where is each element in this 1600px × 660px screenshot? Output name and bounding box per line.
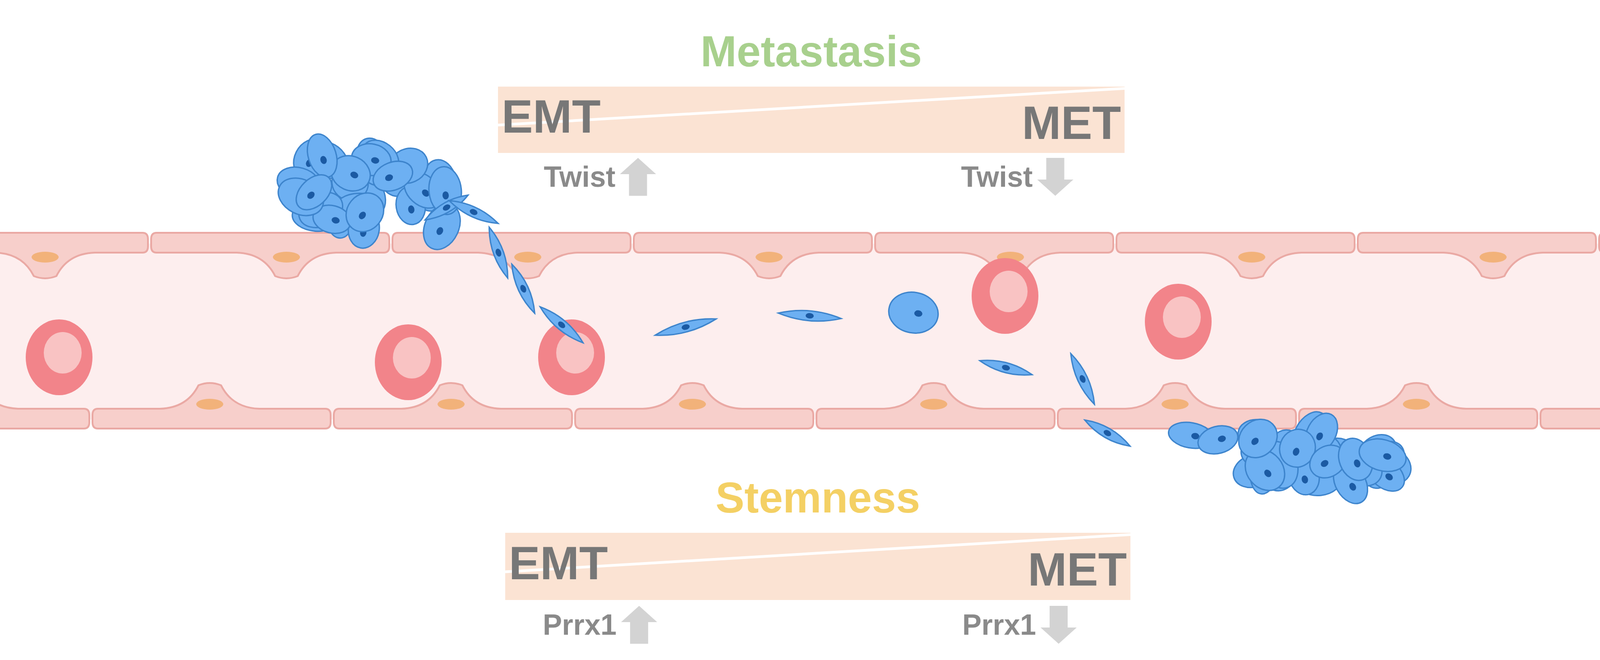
red-blood-cell-center	[989, 270, 1028, 313]
vessel-lumen	[0, 243, 1600, 420]
migrating-cell	[654, 313, 718, 340]
migrating-cell	[507, 262, 540, 316]
band-end-label: EMT	[501, 92, 601, 140]
up-arrow	[621, 605, 658, 644]
endothelial-nucleus	[272, 251, 300, 263]
tumor-cell	[885, 288, 942, 337]
tumor-cell	[302, 130, 342, 182]
gradient-band: MetastasisEMT MET	[497, 18, 1125, 153]
red-blood-cell	[374, 324, 442, 401]
endothelial-nucleus	[755, 251, 783, 263]
band-end-label: EMT	[508, 539, 609, 587]
band-fill	[505, 532, 1131, 600]
band-heading: Metastasis	[700, 29, 923, 74]
endothelial-nucleus	[514, 251, 542, 263]
migrating-cell	[777, 308, 842, 324]
down-arrow	[1037, 157, 1074, 196]
band-end-label: MET	[1021, 99, 1121, 147]
migrating-cell	[978, 355, 1034, 380]
migrating-cell	[447, 196, 501, 229]
endothelial-cell	[0, 232, 148, 279]
endothelial-nucleus	[678, 398, 706, 410]
endothelial-cell	[816, 382, 1055, 429]
endothelial-cell	[1357, 232, 1596, 279]
endothelial-nucleus	[437, 398, 465, 410]
endothelial-cell	[1540, 382, 1600, 429]
red-blood-cell-center	[43, 331, 82, 374]
endothelial-cell	[1599, 232, 1600, 279]
tumor-cell	[289, 168, 339, 217]
endothelial-nucleus	[1479, 251, 1507, 263]
migrating-cell	[1082, 415, 1133, 451]
endothelial-cell	[575, 382, 814, 429]
red-blood-cell-center	[392, 336, 431, 379]
endothelial-nucleus	[31, 251, 59, 263]
endothelial-cell	[633, 232, 872, 279]
endothelial-nucleus	[1161, 398, 1189, 410]
endothelial-cell	[1116, 232, 1355, 279]
red-blood-cell	[1144, 283, 1212, 360]
endothelial-cell	[92, 382, 331, 429]
endothelial-nucleus	[1238, 251, 1266, 263]
endothelial-nucleus	[1402, 398, 1430, 410]
migrating-cell	[1066, 351, 1099, 407]
migrating-cell	[536, 303, 586, 347]
migrating-cell	[484, 225, 513, 280]
red-blood-cell	[25, 319, 93, 396]
gradient-band: StemnessEMT MET	[505, 464, 1131, 600]
gene-label: Prrx1	[962, 610, 1037, 640]
tumor-cell	[338, 185, 392, 240]
up-arrow	[619, 157, 656, 196]
tumor-cell	[1194, 421, 1241, 458]
down-arrow	[1040, 605, 1077, 644]
gene-label: Twist	[961, 162, 1033, 192]
red-blood-cell	[971, 258, 1039, 334]
tumor-cell	[1355, 433, 1410, 477]
gene-label: Prrx1	[542, 610, 617, 640]
endothelial-nucleus	[196, 398, 224, 410]
red-blood-cell-center	[1162, 296, 1201, 338]
endothelial-nucleus	[920, 398, 948, 410]
band-fill	[497, 86, 1125, 153]
band-end-label: MET	[1027, 545, 1127, 593]
endothelial-cell	[333, 382, 572, 429]
band-heading: Stemness	[715, 475, 921, 520]
gene-label: Twist	[544, 162, 616, 192]
tumor-cell	[1231, 411, 1286, 466]
tumor-cell	[368, 155, 417, 197]
